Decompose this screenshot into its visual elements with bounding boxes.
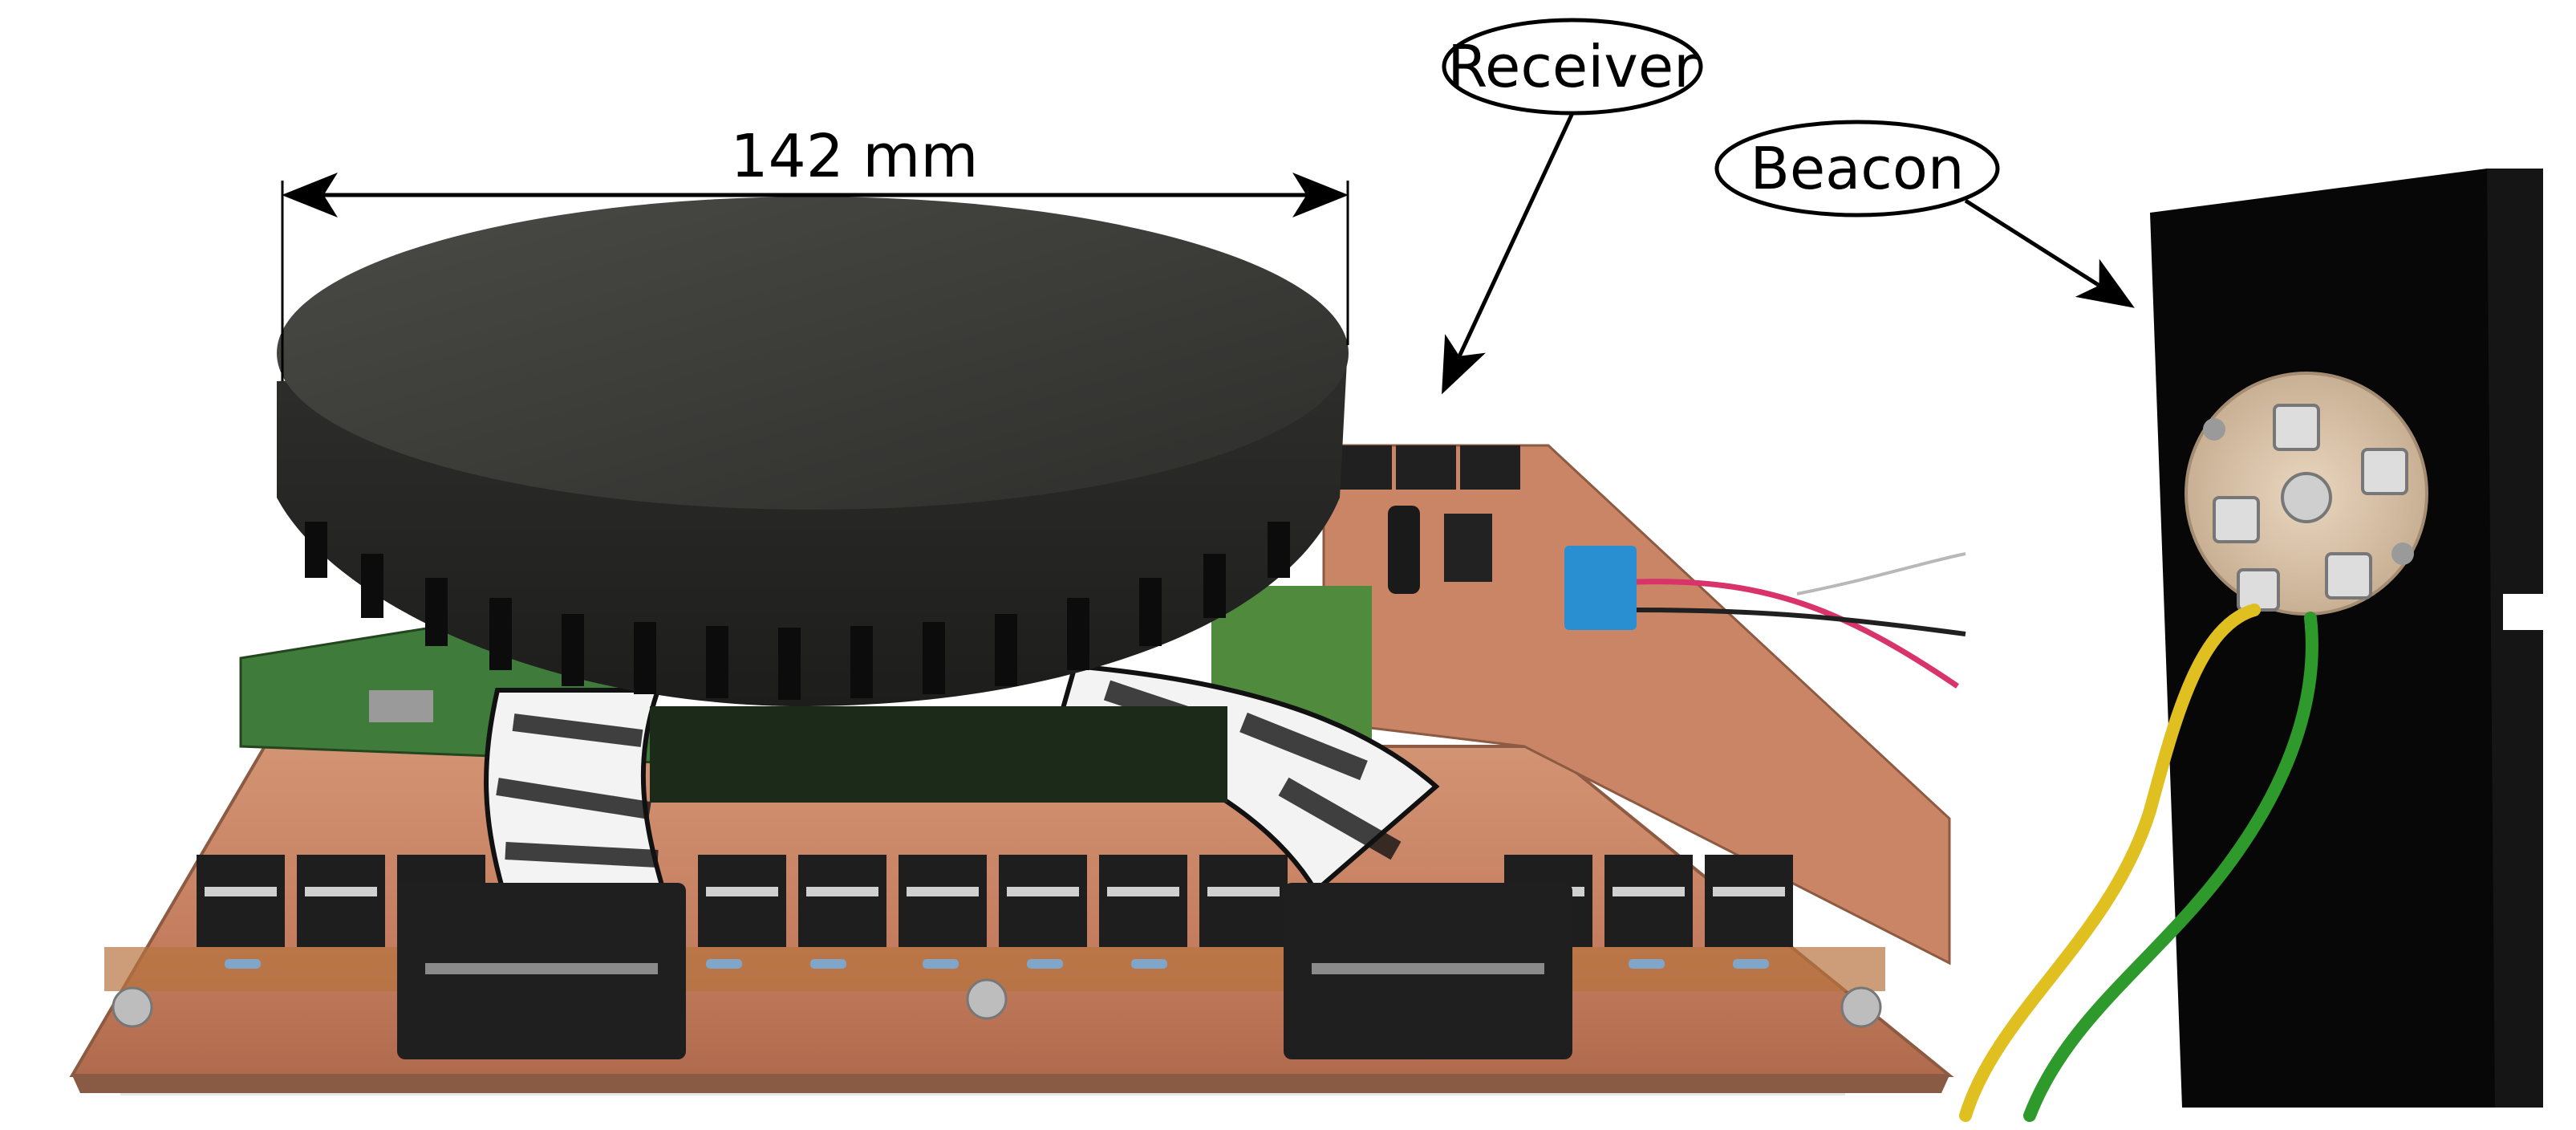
beacon-assembly: [1959, 169, 2543, 1122]
receiver-assembly: [69, 197, 1966, 1095]
disc-top: [277, 197, 1349, 510]
dimension-annotation: 142 mm: [281, 122, 1349, 381]
beacon-slot: [2503, 594, 2543, 630]
mounting-screws: [112, 978, 1882, 1028]
capacitor: [1388, 506, 1420, 594]
receiver-label: Receiver: [1447, 33, 1698, 100]
idc-connector-right-slot: [1312, 963, 1544, 974]
beacon-center-screw: [2281, 472, 2332, 523]
beacon-arrow: [1964, 198, 2135, 308]
beacon-wire-yellow: [1959, 604, 2261, 1122]
center-board-connector: [650, 706, 1227, 803]
usb-connector: [369, 690, 433, 722]
dimension-label: 142 mm: [731, 122, 979, 191]
receiver-arrow: [1442, 112, 1575, 395]
red-wire: [1636, 579, 1959, 689]
black-wire: [1636, 608, 1966, 636]
terminal-block: [1564, 546, 1637, 630]
pcb-front-edge: [72, 1075, 1949, 1093]
disc-photodiode-slots: [305, 522, 1290, 700]
beacon-callout: Beacon: [1714, 120, 2135, 308]
beacon-leds: [2213, 404, 2408, 612]
beacon-wire-green: [2023, 612, 2318, 1122]
beacon-mount-holes: [2203, 418, 2414, 565]
transistor: [1444, 514, 1492, 582]
ribbon-cable-left-pattern: [496, 713, 659, 868]
beacon-callout-ellipse: [1714, 120, 2000, 217]
receiver-callout: Receiver: [1442, 18, 1703, 395]
beacon-plate-edge: [2487, 169, 2543, 1108]
back-chip-row: [1332, 445, 1520, 490]
grey-wire: [1796, 552, 1966, 595]
beacon-label: Beacon: [1750, 135, 1964, 202]
idc-connector-left-slot: [425, 963, 658, 974]
